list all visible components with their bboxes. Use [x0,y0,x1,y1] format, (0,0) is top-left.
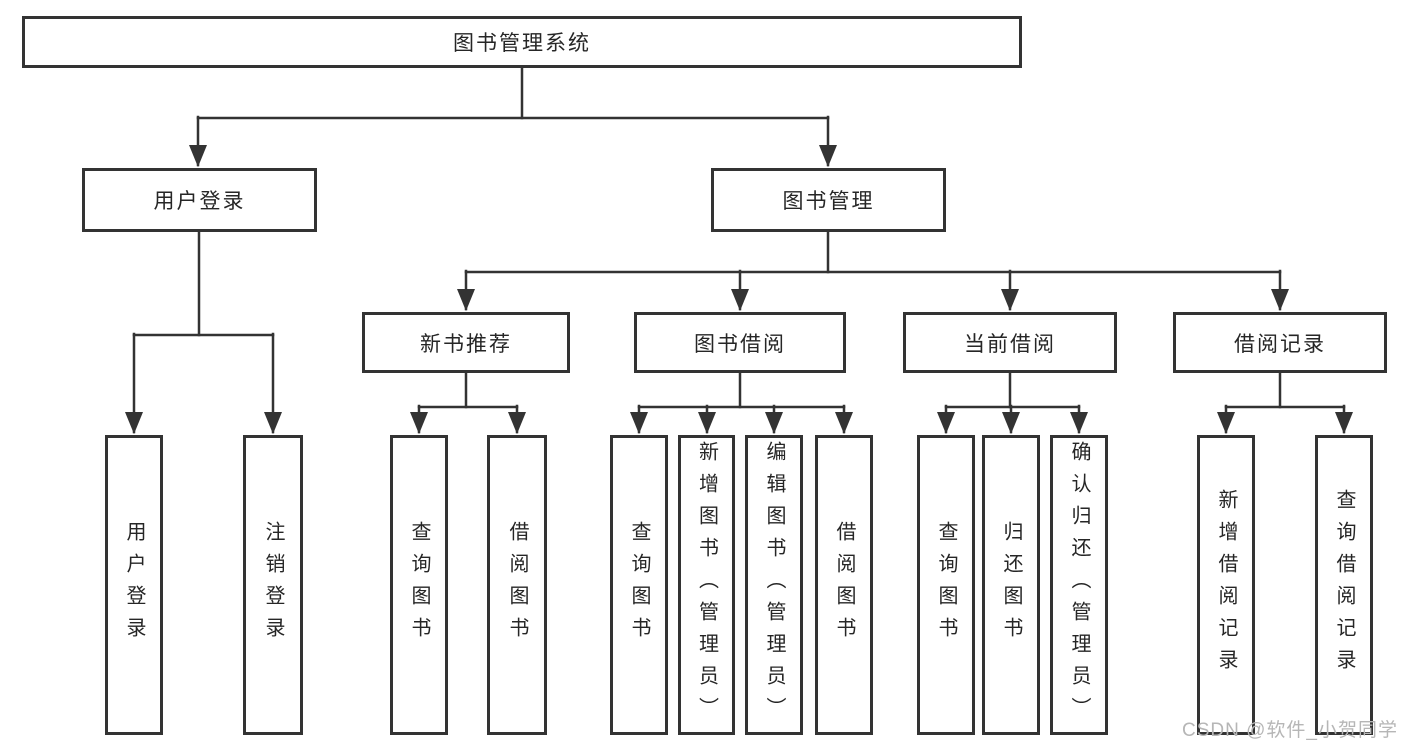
leaf-borrow-books-2: 借阅图书 [815,435,873,735]
connector-group-current-borrow [937,371,1088,434]
node-borrow-records: 借阅记录 [1173,312,1387,373]
leaf-query-borrow-record-label: 查询借阅记录 [1333,489,1355,681]
connector-group-book-borrow [630,371,853,434]
node-book-management: 图书管理 [711,168,946,232]
node-current-borrow: 当前借阅 [903,312,1117,373]
leaf-query-borrow-record: 查询借阅记录 [1315,435,1373,735]
leaf-return-books: 归还图书 [982,435,1040,735]
leaf-return-books-label: 归还图书 [1000,521,1022,649]
leaf-borrow-books-2-label: 借阅图书 [833,521,855,649]
leaf-query-books-3: 查询图书 [917,435,975,735]
leaf-query-books-2: 查询图书 [610,435,668,735]
node-user-login: 用户登录 [82,168,317,232]
csdn-watermark: CSDN @软件_小贺同学 [1182,720,1398,741]
leaf-logout: 注销登录 [243,435,303,735]
leaf-query-books-1: 查询图书 [390,435,448,735]
leaf-add-books-admin: 新增图书（管理员） [678,435,735,735]
connector-group-new-book [410,371,526,434]
leaf-add-borrow-record-label: 新增借阅记录 [1215,489,1237,681]
leaf-user-login-label: 用户登录 [123,521,145,649]
node-new-book-recommend-label: 新书推荐 [420,332,512,356]
node-book-borrow: 图书借阅 [634,312,846,373]
node-new-book-recommend: 新书推荐 [362,312,570,373]
leaf-edit-books-admin: 编辑图书（管理员） [745,435,803,735]
connector-group-book-management [457,230,1289,311]
node-borrow-records-label: 借阅记录 [1234,332,1326,356]
node-book-borrow-label: 图书借阅 [694,332,786,356]
connector-group-borrow-records [1217,371,1353,434]
connector-group-root [189,66,837,167]
node-root: 图书管理系统 [22,16,1022,68]
leaf-confirm-return-admin-label: 确认归还（管理员） [1068,441,1090,729]
leaf-query-books-3-label: 查询图书 [935,521,957,649]
leaf-borrow-books-1-label: 借阅图书 [506,521,528,649]
leaf-edit-books-admin-label: 编辑图书（管理员） [763,441,785,729]
leaf-user-login: 用户登录 [105,435,163,735]
connector-group-user-login [125,230,282,434]
node-user-login-label: 用户登录 [153,190,246,213]
leaf-add-books-admin-label: 新增图书（管理员） [695,441,718,729]
leaf-add-borrow-record: 新增借阅记录 [1197,435,1255,735]
leaf-query-books-2-label: 查询图书 [628,521,650,649]
leaf-query-books-1-label: 查询图书 [408,521,430,649]
leaf-borrow-books-1: 借阅图书 [487,435,547,735]
leaf-confirm-return-admin: 确认归还（管理员） [1050,435,1108,735]
node-current-borrow-label: 当前借阅 [964,332,1056,356]
leaf-logout-label: 注销登录 [262,521,284,649]
node-book-management-label: 图书管理 [782,190,875,213]
node-root-label: 图书管理系统 [453,32,591,55]
